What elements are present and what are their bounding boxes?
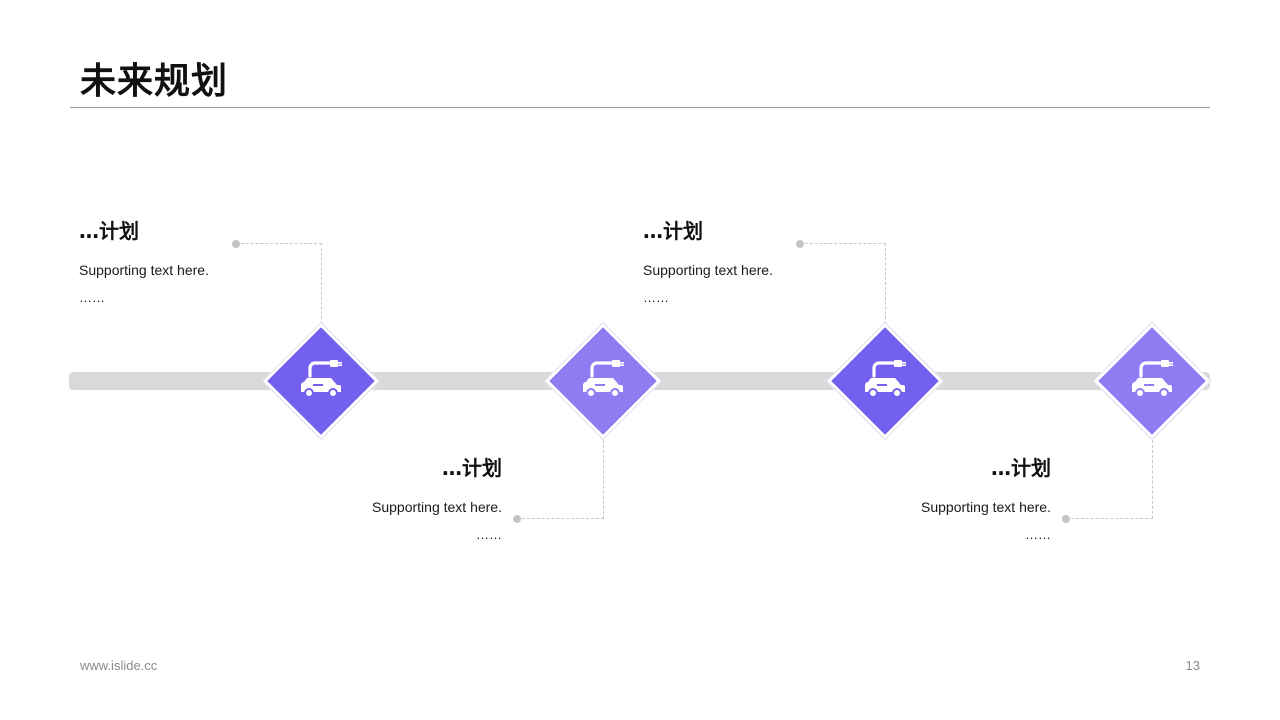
milestone-title: …计划 — [79, 219, 139, 243]
milestone-more: …… — [1025, 527, 1051, 542]
milestone-more: …… — [643, 290, 669, 305]
milestone-more: …… — [79, 290, 105, 305]
title-divider — [70, 107, 1210, 108]
connector-dot — [1062, 515, 1070, 523]
milestone-title: …计划 — [643, 219, 703, 243]
milestone-more: …… — [476, 527, 502, 542]
milestone-title: …计划 — [991, 456, 1051, 480]
connector-dot — [513, 515, 521, 523]
connector-dot — [796, 240, 804, 248]
connector-line — [1066, 440, 1153, 519]
connector-dot — [232, 240, 240, 248]
milestone-title: …计划 — [442, 456, 502, 480]
charging-car-icon — [865, 360, 906, 398]
charging-car-icon — [583, 360, 624, 398]
footer-url[interactable]: www.islide.cc — [80, 658, 158, 673]
milestone-text: Supporting text here. — [79, 262, 209, 278]
milestone-text: Supporting text here. — [921, 499, 1051, 515]
milestone-node-4[interactable] — [1092, 321, 1212, 441]
milestone-node-1[interactable] — [261, 321, 381, 441]
connector-line — [236, 243, 322, 324]
page-number: 13 — [1185, 658, 1200, 673]
charging-car-icon — [1132, 360, 1173, 398]
connector-line — [800, 243, 886, 324]
charging-car-icon — [301, 360, 342, 398]
milestone-node-3[interactable] — [825, 321, 945, 441]
milestone-node-2[interactable] — [543, 321, 663, 441]
milestone-text: Supporting text here. — [643, 262, 773, 278]
milestone-text: Supporting text here. — [372, 499, 502, 515]
connector-line — [517, 440, 604, 519]
page-title: 未来规划 — [80, 61, 229, 102]
